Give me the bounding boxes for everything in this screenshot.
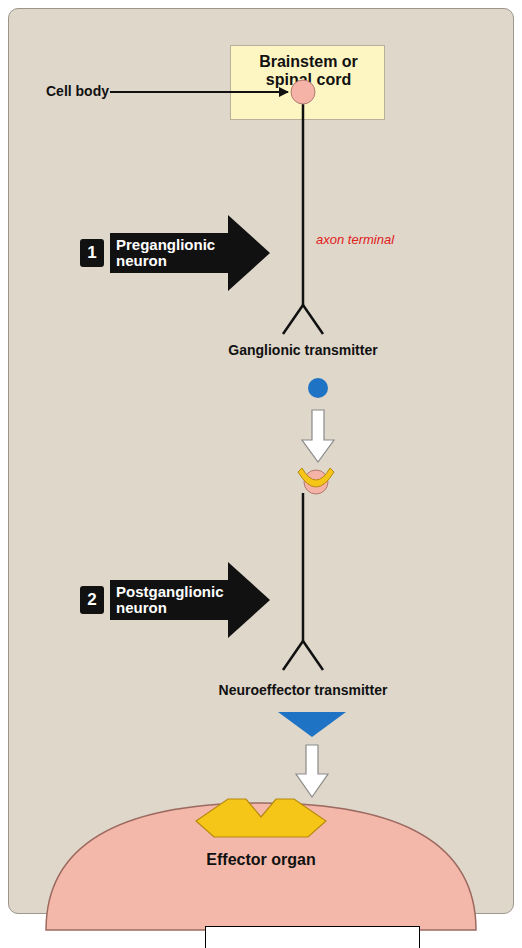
transmitter-molecule [308, 378, 328, 398]
hollow-arrow [302, 410, 334, 462]
axon-line [302, 104, 305, 306]
neuron-arrow: 2 Postganglionic neuron [80, 560, 272, 640]
receptor-body [304, 470, 328, 494]
effector-organ: Effector organ [46, 795, 476, 925]
organ-receptor [196, 799, 326, 837]
arrow-shape [80, 213, 272, 293]
hollow-arrow [296, 745, 328, 797]
neuron-arrow: 1 Preganglionic neuron [80, 213, 272, 293]
part-label: Cell body [46, 83, 109, 99]
number-box [80, 586, 104, 614]
receptor-cup [298, 468, 334, 487]
block-arrow [110, 215, 270, 291]
block-arrow [110, 562, 270, 638]
callout-number: 1 [80, 239, 104, 267]
node-label: Postganglionic neuron [116, 580, 228, 620]
axon-fork [283, 305, 323, 334]
node-label: Preganglionic neuron [116, 233, 228, 273]
callout-number: 2 [80, 586, 104, 614]
number-box [80, 239, 104, 267]
node-label: Effector organ [206, 851, 316, 869]
part-label: Neuroeffector transmitter [203, 682, 403, 698]
annotation: axon terminal [316, 232, 394, 247]
background-panel [8, 8, 514, 914]
cell-body [291, 80, 315, 104]
transmitter-molecule [278, 712, 346, 737]
cns-box: Brainstem or spinal cord [230, 45, 385, 120]
cropped-caption-box [205, 926, 420, 948]
part-label: Ganglionic transmitter [203, 342, 403, 358]
node-label: Brainstem or spinal cord [246, 53, 371, 90]
arrow-shape [80, 560, 272, 640]
axon-fork [283, 641, 323, 670]
pointer-line [110, 91, 288, 93]
axon-line [302, 493, 305, 642]
